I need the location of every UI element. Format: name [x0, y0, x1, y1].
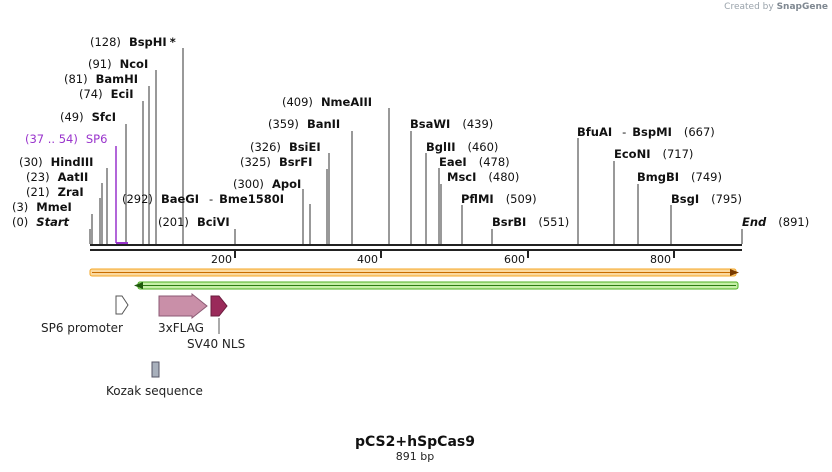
site-aatii: (23)AatII — [26, 170, 88, 184]
site-econi: EcoNI(717) — [614, 147, 693, 161]
kozak-sequence-box — [151, 361, 160, 378]
3xflag-arrow — [158, 292, 208, 320]
credit-brand: SnapGene — [776, 2, 828, 12]
ruler-label: 400 — [357, 253, 378, 266]
site-eaei: EaeI(478) — [439, 155, 510, 169]
site-bsrbi: BsrBI(551) — [492, 215, 569, 229]
site-msci: MscI(480) — [447, 170, 519, 184]
site-bsawi: BsaWI(439) — [410, 117, 493, 131]
end-label: End(891) — [742, 215, 809, 229]
features — [115, 292, 228, 378]
site-bfuai: BfuAI-BspMI(667) — [577, 125, 715, 139]
ruler-label: 600 — [504, 253, 525, 266]
sequence-backbone — [90, 244, 742, 251]
site-bsiei: (326)BsiEI — [250, 140, 321, 154]
ruler-label: 200 — [211, 253, 232, 266]
site-pflmi: PflMI(509) — [461, 192, 537, 206]
site-zrai: (21)ZraI — [26, 185, 84, 199]
site-ecii: (74)EciI — [79, 87, 134, 101]
feature-sv40-nls: SV40 NLS — [187, 337, 245, 351]
feature-sp6-promoter: SP6 promoter — [41, 321, 123, 335]
site-ncoi: (91)NcoI — [88, 57, 148, 71]
site-hindiii: (30)HindIII — [19, 155, 93, 169]
feature-kozak-sequence: Kozak sequence — [106, 384, 203, 398]
site-apoi: (300)ApoI — [233, 177, 301, 191]
site-labels: (128)BspHI* (91)NcoI (81)BamHI (74)EciI … — [12, 35, 809, 229]
site-mmei: (3)MmeI — [12, 200, 72, 214]
sp6-primer-label: (37 .. 54)SP6 — [25, 132, 107, 146]
sp6-promoter-arrow — [115, 295, 129, 315]
snapgene-credit: Created by SnapGene — [724, 2, 828, 12]
site-baegi: (292)BaeGI-Bme1580I — [122, 192, 284, 206]
site-bsrfi: (325)BsrFI — [240, 155, 312, 169]
map-title: pCS2+hSpCas9 — [355, 434, 475, 450]
site-bsphi: (128)BspHI* — [90, 35, 176, 49]
site-sfci: (49)SfcI — [60, 110, 116, 124]
site-bglii: BglII(460) — [426, 140, 498, 154]
site-nmeaiii: (409)NmeAIII — [282, 95, 372, 109]
ruler: 200 400 600 800 — [211, 250, 675, 266]
sv40-nls-arrow — [210, 295, 228, 317]
ruler-label: 800 — [650, 253, 671, 266]
start-label: (0)Start — [12, 215, 70, 229]
orf-forward — [89, 268, 739, 277]
credit-prefix: Created by — [724, 2, 774, 12]
feature-labels: SP6 promoter 3xFLAG SV40 NLS Kozak seque… — [41, 321, 245, 398]
site-bamhi: (81)BamHI — [64, 72, 138, 86]
site-bsgi: BsgI(795) — [671, 192, 742, 206]
map-length: 891 bp — [396, 450, 434, 463]
site-bmgbi: BmgBI(749) — [637, 170, 722, 184]
site-banii: (359)BanII — [268, 117, 340, 131]
orf-reverse — [134, 281, 739, 290]
site-bcivi: (201)BciVI — [158, 215, 230, 229]
feature-3xflag: 3xFLAG — [158, 321, 204, 335]
site-lines — [89, 48, 743, 244]
